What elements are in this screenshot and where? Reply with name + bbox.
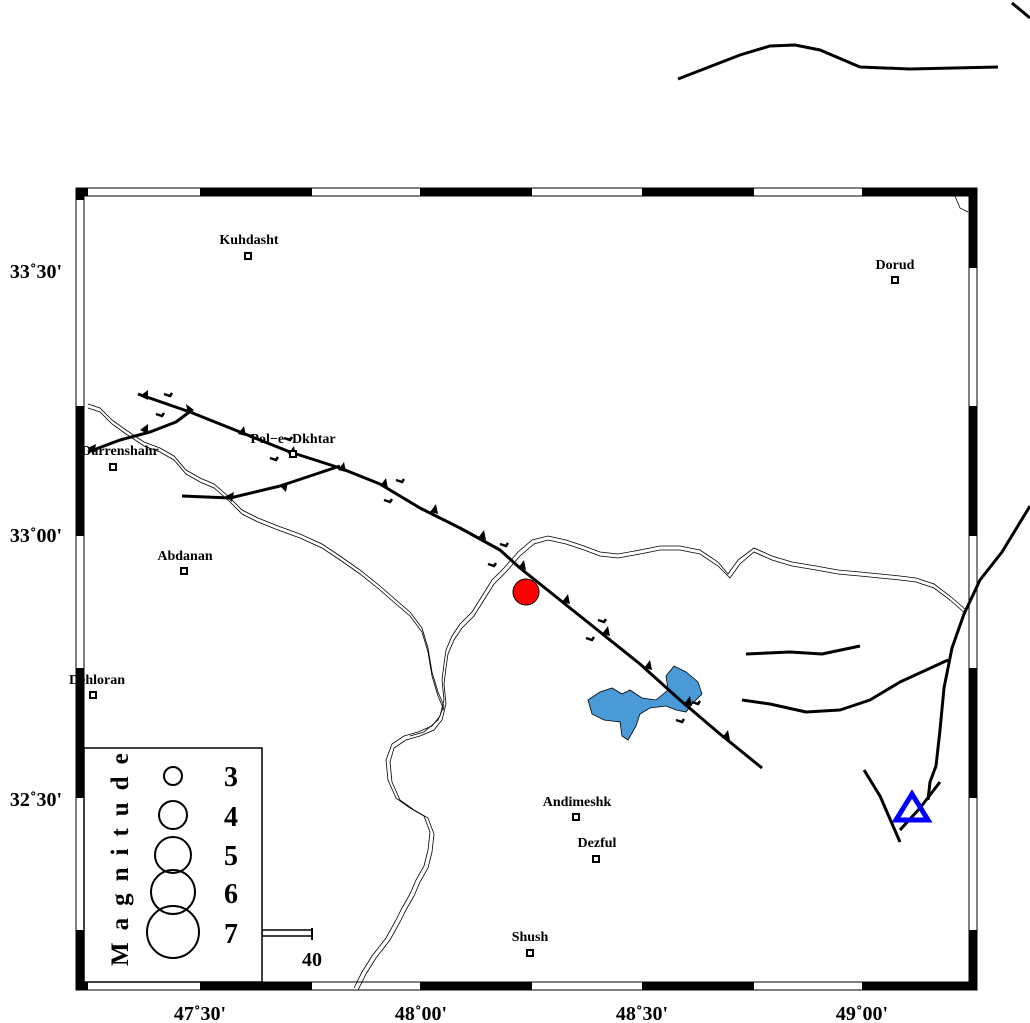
longitude-labels: 47˚30' 48˚00' 48˚30' 49˚00' [174,1003,888,1023]
seismic-station-triangle [891,789,933,823]
rivers [87,195,969,991]
dez-lake [587,665,703,741]
lat-label-33-30: 33˚30' [10,261,62,283]
lon-label-48-00: 48˚00' [395,1003,447,1023]
legend-label-6: 6 [224,879,238,910]
legend-circle-4 [158,800,188,830]
legend-circle-5 [154,836,192,874]
thrust-teeth [88,390,730,740]
legend-circle-3 [163,766,183,786]
legend-label-7: 7 [224,919,238,950]
city-abdanan: Abdanan [157,549,213,575]
city-label-abdanan: Abdanan [157,549,212,564]
strike-slip-marks [155,392,702,724]
scale-bar-label: 40 [302,949,322,971]
outer-faults [677,1,1030,81]
legend-label-3: 3 [224,762,238,793]
faults [87,392,1030,843]
lon-label-48-30: 48˚30' [616,1003,668,1023]
city-kuhdasht: Kuhdasht [219,233,279,260]
city-label-dorud: Dorud [876,258,915,273]
earthquake-epicenter [512,578,540,606]
legend-title: Magnitude [107,741,134,966]
city-label-darrehshahr: Darrenshahr [81,444,159,459]
lat-label-33-00: 33˚00' [10,525,62,547]
lat-label-32-30: 32˚30' [10,789,62,811]
latitude-labels: 33˚30' 33˚00' 32˚30' [10,261,62,811]
city-label-dezful: Dezful [578,836,617,851]
lon-label-47-30: 47˚30' [174,1003,226,1023]
lon-label-49-00: 49˚00' [836,1003,888,1023]
legend-label-5: 5 [224,841,238,872]
city-pol-e-dokhtar: Pol−e−Dkhtar [250,432,336,458]
city-label-kuhdasht: Kuhdasht [219,233,278,248]
legend-label-4: 4 [224,802,238,833]
cities: Kuhdasht Dorud Pol−e−Dkhtar Darrenshahr … [69,233,915,957]
city-label-shush: Shush [512,930,549,945]
magnitude-legend: Magnitude 3 4 5 6 7 [83,741,263,983]
city-andimeshk: Andimeshk [543,795,612,821]
legend-circle-7 [146,905,200,959]
city-dezful: Dezful [578,836,617,863]
city-dorud: Dorud [876,258,915,284]
city-dehloran: Dehloran [69,673,125,699]
city-darrehshahr: Darrenshahr [81,444,159,471]
city-label-pol-e-dokhtar: Pol−e−Dkhtar [250,432,335,447]
city-shush: Shush [512,930,549,957]
city-label-dehloran: Dehloran [69,673,125,688]
city-label-andimeshk: Andimeshk [543,795,612,810]
legend-circle-6 [150,869,196,915]
